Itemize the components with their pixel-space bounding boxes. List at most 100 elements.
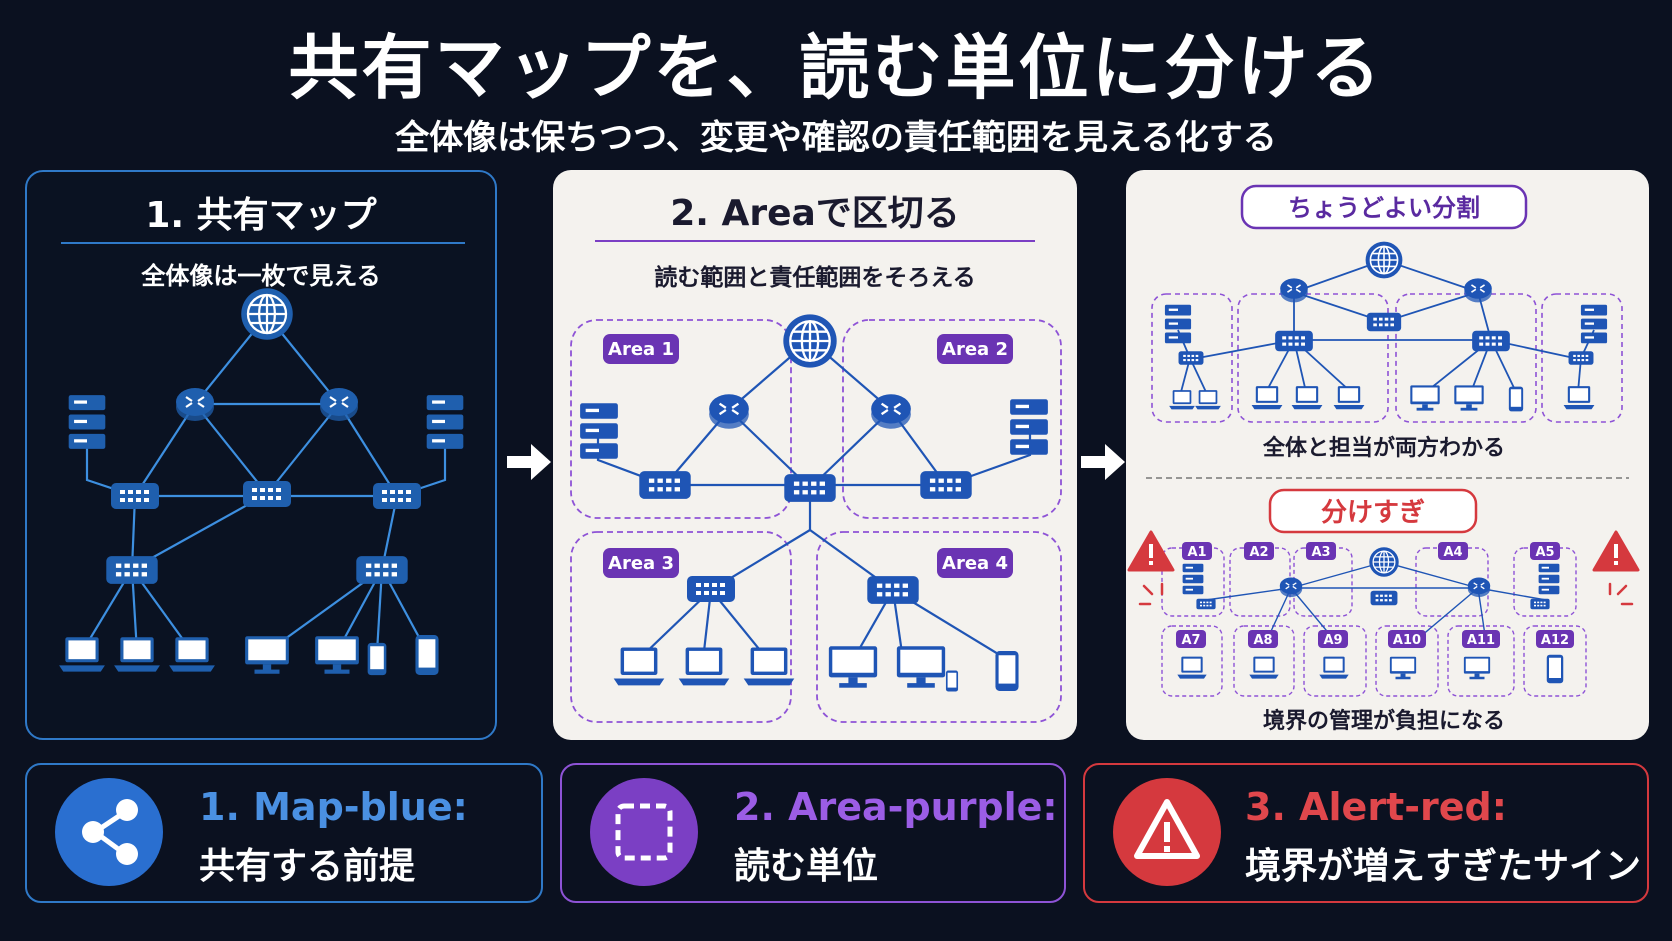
title-divider — [61, 242, 465, 244]
legend-desc: 読む単位 — [734, 846, 879, 887]
phone-icon — [995, 651, 1019, 691]
server-icon — [426, 395, 464, 449]
monitor-icon — [315, 636, 359, 674]
area-boundary — [570, 531, 792, 723]
laptop-icon — [1195, 390, 1221, 410]
legend-desc: 共有する前提 — [199, 846, 416, 887]
arrow-right-icon — [507, 444, 551, 480]
area-boundary — [570, 319, 792, 519]
monitor-icon — [896, 646, 946, 688]
panel-split-comparison: ちょうどよい分割 — [1126, 170, 1649, 740]
laptop-icon — [1563, 386, 1595, 410]
router-icon — [1279, 576, 1303, 598]
area-label: A8 — [1253, 633, 1272, 648]
arrow-right-icon — [1081, 444, 1125, 480]
panel-shared-map-title: 1. 共有マップ — [145, 195, 377, 236]
router-icon — [1279, 277, 1309, 304]
over-split-label: 分けすぎ — [1321, 498, 1425, 528]
panel-area-split: 2. Areaで区切る 読む範囲と責任範囲をそろえる — [553, 170, 1077, 740]
switch-icon — [1472, 330, 1510, 352]
area-label: Area 2 — [942, 339, 1008, 360]
page-title: 共有マップを、読む単位に分ける — [288, 27, 1384, 109]
legend-card-map-blue: 1. Map-blue: 共有する前提 — [25, 763, 543, 903]
over-split-caption: 境界の管理が負担になる — [1263, 708, 1505, 734]
page-subtitle: 全体像は保ちつつ、変更や確認の責任範囲を見える化する — [395, 118, 1277, 158]
warning-icon — [1127, 530, 1175, 572]
server-icon — [1010, 399, 1048, 455]
panel-shared-map: 1. 共有マップ 全体像は一枚で見える — [25, 170, 497, 740]
area-label: A7 — [1181, 633, 1200, 648]
switch-icon — [1530, 598, 1550, 610]
area-label: A3 — [1311, 545, 1330, 560]
server-icon — [1164, 304, 1192, 344]
laptop-icon — [59, 637, 105, 672]
warning-icon — [1134, 799, 1200, 859]
area-label: A4 — [1443, 545, 1462, 560]
area-label: A9 — [1323, 633, 1342, 648]
server-icon — [1182, 563, 1204, 595]
globe-icon — [240, 287, 294, 341]
router-icon — [1467, 576, 1491, 598]
area-boundary — [816, 531, 1062, 723]
monitor-icon — [1463, 656, 1491, 680]
router-icon — [318, 386, 360, 423]
laptop-icon — [678, 647, 730, 686]
share-icon — [82, 799, 138, 865]
router-icon — [1463, 277, 1493, 304]
phone-icon — [415, 635, 439, 675]
phone-icon — [367, 642, 387, 676]
warning-icon — [1592, 530, 1640, 572]
monitor-icon — [1410, 385, 1440, 411]
laptop-icon — [1319, 656, 1349, 679]
laptop-icon — [613, 647, 665, 686]
panel-area-split-caption: 読む範囲と責任範囲をそろえる — [654, 265, 976, 291]
area-label: A1 — [1187, 545, 1206, 560]
legend-label: 1. Map-blue: — [199, 785, 468, 829]
laptop-icon — [743, 647, 795, 686]
area-label: A10 — [1393, 633, 1421, 648]
shared-network-map — [59, 287, 464, 676]
switch-icon — [356, 556, 408, 584]
phone-icon — [945, 670, 959, 692]
globe-icon — [1364, 240, 1404, 280]
area-label: A2 — [1249, 545, 1268, 560]
dashed-square-icon — [615, 803, 673, 861]
legend-desc: 境界が増えすぎたサイン — [1245, 846, 1642, 887]
area-boundary — [842, 319, 1062, 519]
switch-icon — [1196, 598, 1216, 610]
laptop-icon — [1177, 656, 1207, 679]
globe-icon — [1368, 546, 1400, 578]
monitor-icon — [245, 636, 289, 674]
panel-shared-map-caption: 全体像は一枚で見える — [141, 262, 381, 290]
monitor-icon — [1389, 656, 1417, 680]
router-icon — [869, 393, 913, 430]
split-comparison-diagram: ちょうどよい分割 — [1127, 184, 1640, 734]
good-split-badge — [1240, 184, 1528, 230]
server-icon — [580, 403, 618, 459]
switch-icon — [920, 471, 972, 499]
switch-icon — [1568, 351, 1594, 365]
laptop-icon — [1251, 386, 1283, 410]
laptop-icon — [169, 637, 215, 672]
laptop-icon — [1291, 386, 1323, 410]
laptop-icon — [1333, 386, 1365, 410]
area-label: Area 3 — [608, 553, 674, 574]
monitor-icon — [828, 646, 878, 688]
switch-icon — [111, 483, 159, 509]
switch-icon — [1178, 351, 1204, 365]
switch-icon — [1366, 312, 1402, 332]
legend-card-area-purple: 2. Area-purple: 読む単位 — [560, 763, 1066, 903]
switch-icon — [373, 483, 421, 509]
switch-icon — [687, 576, 735, 602]
server-icon — [1538, 563, 1560, 595]
laptop-icon — [1249, 656, 1279, 679]
legend-icon-circle — [55, 778, 163, 886]
area-label: A5 — [1535, 545, 1554, 560]
switch-icon — [867, 576, 919, 604]
switch-icon — [243, 481, 291, 507]
legend-card-alert-red: 3. Alert-red: 境界が増えすぎたサイン — [1083, 763, 1649, 903]
server-icon — [1580, 304, 1608, 344]
switch-icon — [1275, 330, 1313, 352]
legend-label: 3. Alert-red: — [1245, 785, 1507, 829]
router-icon — [174, 386, 216, 423]
